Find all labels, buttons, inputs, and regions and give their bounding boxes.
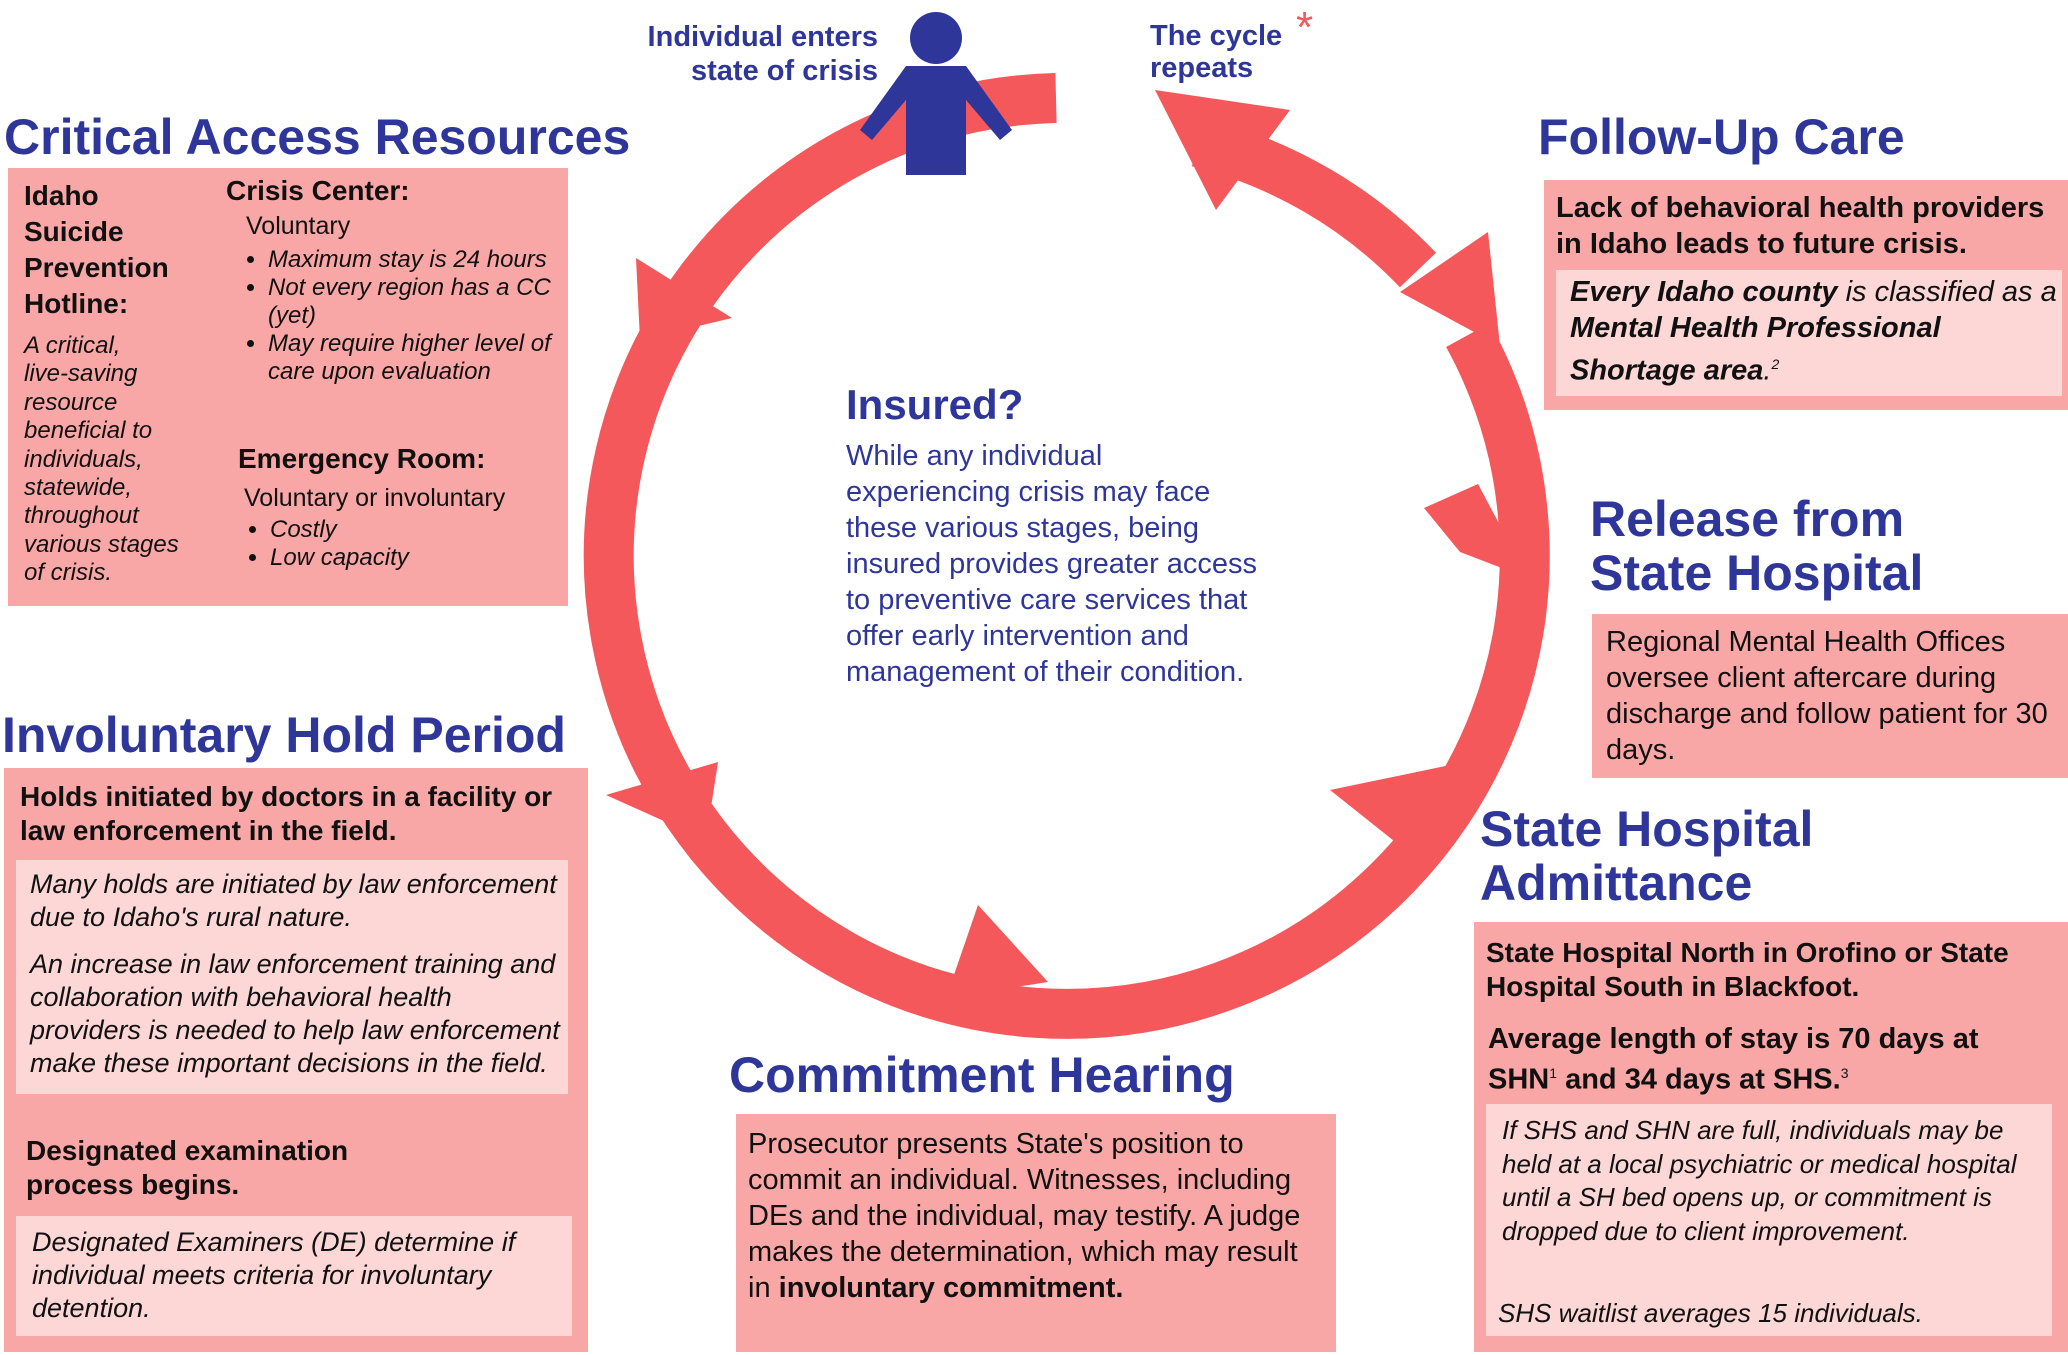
insured-text: While any individual experiencing crisis… xyxy=(846,438,1257,690)
hotline-title: Idaho Suicide Prevention Hotline: xyxy=(24,178,169,322)
involuntary-note1: Many holds are initiated by law enforcem… xyxy=(30,869,557,932)
crisis-center-bullet: Maximum stay is 24 hours xyxy=(268,246,588,274)
arrowhead-lower-right xyxy=(1330,764,1455,860)
er-title: Emergency Room: xyxy=(238,443,486,474)
cycle-repeats-line1: The cycle xyxy=(1150,20,1283,52)
followup-note-box: Every Idaho county is classified as a Me… xyxy=(1556,270,2062,396)
crisis-center-sub: Voluntary xyxy=(246,212,351,240)
release-title-line: Release from xyxy=(1590,491,1905,547)
insured-line: insured provides greater access xyxy=(846,548,1258,580)
stay-text-a: Average length of stay is 70 days at SHN xyxy=(1488,1023,1979,1096)
cycle-arc xyxy=(583,73,1550,1039)
hotline-desc-line: A critical, xyxy=(24,332,121,359)
commitment-box: Prosecutor presents State's position to … xyxy=(736,1114,1336,1352)
er-list: Costly Low capacity xyxy=(240,516,570,572)
state-hospital-waitlist: SHS waitlist averages 15 individuals. xyxy=(1498,1298,1923,1328)
arrowhead-upper-left xyxy=(636,258,732,340)
insured-line: While any individual xyxy=(846,440,1103,472)
commitment-text: Prosecutor presents State's position to … xyxy=(748,1126,1328,1306)
hotline-desc-line: resource xyxy=(24,388,118,416)
insured-line: to preventive care services that xyxy=(846,584,1248,616)
followup-note-bold2: Mental Health Professional Shortage area xyxy=(1570,312,1941,387)
arrowhead-right xyxy=(1424,484,1528,578)
followup-note-text1: is classified as a xyxy=(1837,276,2057,308)
insured-line: experiencing crisis may face xyxy=(846,476,1211,508)
critical-access-title: Critical Access Resources xyxy=(4,109,631,165)
release-title-line: State Hospital xyxy=(1590,545,1924,601)
enters-crisis-line1: Individual enters xyxy=(647,21,878,53)
state-hospital-stay: Average length of stay is 70 days at SHN… xyxy=(1488,1022,2048,1097)
crisis-center-bullet: May require higher level of care upon ev… xyxy=(268,330,588,386)
commitment-bold: involuntary commitment. xyxy=(778,1272,1124,1304)
state-hospital-note: If SHS and SHN are full, individuals may… xyxy=(1502,1115,2017,1246)
hotline-desc-line: beneficial to xyxy=(24,417,153,445)
involuntary-box: Holds initiated by doctors in a facility… xyxy=(4,768,588,1352)
insured-line: these various stages, being xyxy=(846,512,1200,544)
state-hospital-title-line: Admittance xyxy=(1480,855,1753,911)
release-text: Regional Mental Health Offices oversee c… xyxy=(1606,626,2048,766)
hotline-desc-line: individuals, xyxy=(24,445,143,473)
hotline-title-line: Hotline: xyxy=(24,288,129,319)
involuntary-note3: Designated Examiners (DE) determine if i… xyxy=(32,1227,516,1323)
involuntary-title: Involuntary Hold Period xyxy=(2,707,566,763)
involuntary-note2: An increase in law enforcement training … xyxy=(30,949,560,1078)
hotline-desc-line: statewide, xyxy=(24,474,133,502)
footnote-1: 1 xyxy=(1549,1065,1558,1081)
state-hospital-box: State Hospital North in Orofino or State… xyxy=(1474,922,2068,1352)
er-sub: Voluntary or involuntary xyxy=(244,484,506,512)
insured-title: Insured? xyxy=(846,381,1024,428)
followup-note-text2: . xyxy=(1763,354,1772,387)
hotline-title-line: Idaho xyxy=(24,180,99,211)
insured-line: management of their condition. xyxy=(846,656,1245,688)
arrowhead-left xyxy=(606,762,718,840)
hotline-title-line: Suicide xyxy=(24,216,124,247)
state-hospital-note-box: If SHS and SHN are full, individuals may… xyxy=(1486,1104,2052,1336)
person-icon xyxy=(860,12,1012,175)
arrowhead-bottom xyxy=(946,905,1048,998)
footnote-3: 3 xyxy=(1840,1065,1849,1081)
release-box: Regional Mental Health Offices oversee c… xyxy=(1592,614,2068,778)
followup-box: Lack of behavioral health providers in I… xyxy=(1544,180,2068,410)
followup-note-bold1: Every Idaho county xyxy=(1570,276,1838,308)
arrowhead-upper-right xyxy=(1400,232,1500,346)
cycle-repeats-label: The cycle repeats xyxy=(1150,20,1282,84)
crisis-center-title: Crisis Center: xyxy=(226,175,410,206)
hotline-desc-line: live-saving xyxy=(24,360,138,388)
enters-crisis-label: Individual enters state of crisis xyxy=(622,20,878,88)
hotline-desc-line: of crisis. xyxy=(24,559,113,587)
cycle-repeats-line2: repeats xyxy=(1150,52,1254,84)
commitment-title: Commitment Hearing xyxy=(729,1047,1235,1103)
state-hospital-lead: State Hospital North in Orofino or State… xyxy=(1486,937,2009,1002)
critical-access-box: Idaho Suicide Prevention Hotline: A crit… xyxy=(8,168,568,606)
state-hospital-title: State Hospital Admittance xyxy=(1480,802,1813,910)
involuntary-note-box: Many holds are initiated by law enforcem… xyxy=(16,860,568,1094)
followup-lead: Lack of behavioral health providers in I… xyxy=(1556,192,2045,260)
er-bullet: Costly xyxy=(270,516,570,544)
stay-text-b: and 34 days at SHS. xyxy=(1557,1063,1841,1096)
state-hospital-title-line: State Hospital xyxy=(1480,801,1814,857)
followup-title: Follow-Up Care xyxy=(1538,109,1905,165)
hotline-title-line: Prevention xyxy=(24,252,169,283)
commitment-body: Prosecutor presents State's position to … xyxy=(748,1128,1301,1304)
insured-line: offer early intervention and xyxy=(846,620,1189,652)
hotline-desc: A critical, live-saving resource benefic… xyxy=(24,332,179,588)
involuntary-lead: Holds initiated by doctors in a facility… xyxy=(20,781,553,846)
asterisk-mark: * xyxy=(1296,3,1314,52)
footnote-2: 2 xyxy=(1771,356,1780,372)
enters-crisis-line2: state of crisis xyxy=(691,55,878,87)
hotline-desc-line: various stages xyxy=(24,530,179,558)
involuntary-note3-box: Designated Examiners (DE) determine if i… xyxy=(16,1216,572,1336)
involuntary-lead2: Designated examination process begins. xyxy=(26,1135,349,1200)
er-bullet: Low capacity xyxy=(270,544,570,572)
followup-note: Every Idaho county is classified as a Me… xyxy=(1570,274,2060,389)
crisis-center-bullet: Not every region has a CC (yet) xyxy=(268,274,588,330)
crisis-center-list: Maximum stay is 24 hours Not every regio… xyxy=(238,246,588,386)
hotline-desc-line: throughout xyxy=(24,502,139,530)
arrowhead-top-right xyxy=(1155,90,1290,210)
release-title: Release from State Hospital xyxy=(1590,492,1923,600)
